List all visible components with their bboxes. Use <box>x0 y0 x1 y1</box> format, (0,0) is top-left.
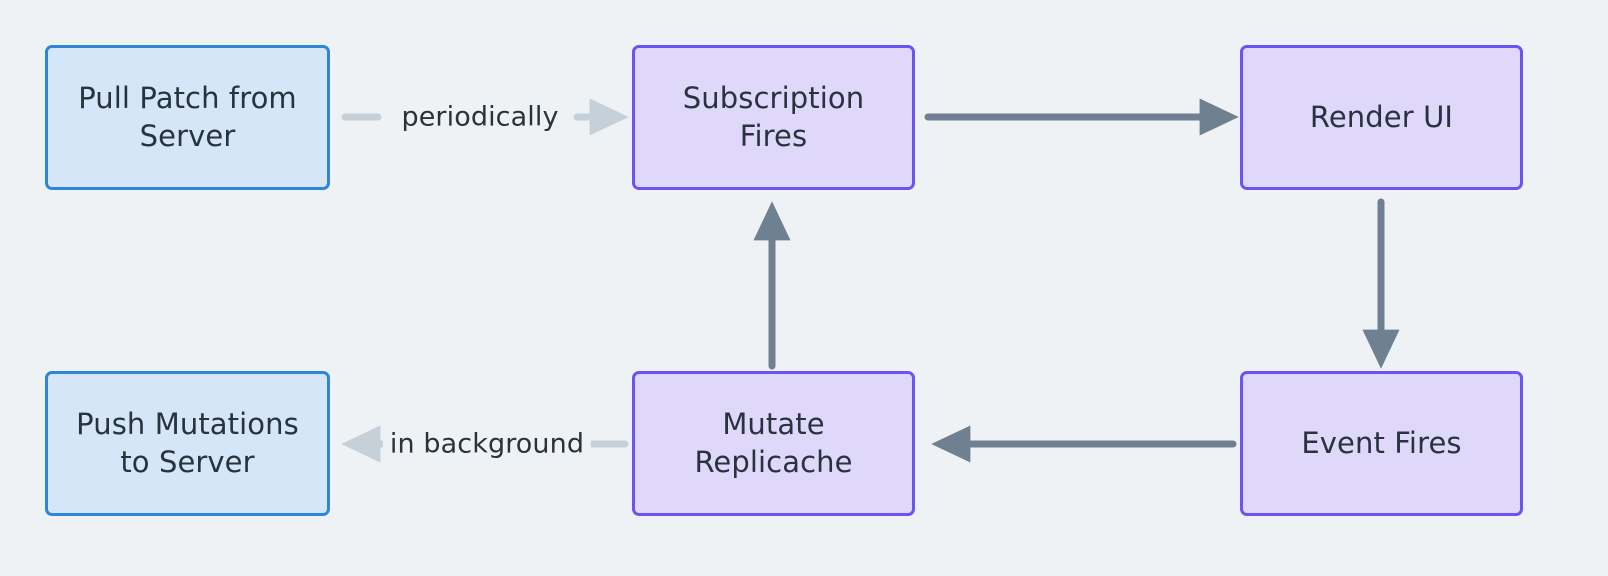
node-mutate-replicache[interactable]: Mutate Replicache <box>632 371 915 516</box>
node-render-ui[interactable]: Render UI <box>1240 45 1523 190</box>
edge-label-in-background: in background <box>382 428 592 460</box>
node-label: Subscription Fires <box>682 81 865 153</box>
node-label: Push Mutations to Server <box>76 407 299 479</box>
edge-label-periodically: periodically <box>394 101 566 133</box>
node-label: Event Fires <box>1301 425 1462 460</box>
node-pull-patch-from-server[interactable]: Pull Patch from Server <box>45 45 330 190</box>
node-label: Pull Patch from Server <box>78 81 297 153</box>
node-label: Mutate Replicache <box>694 407 853 479</box>
node-label: Render UI <box>1309 99 1454 134</box>
node-push-mutations-to-server[interactable]: Push Mutations to Server <box>45 371 330 516</box>
node-event-fires[interactable]: Event Fires <box>1240 371 1523 516</box>
node-subscription-fires[interactable]: Subscription Fires <box>632 45 915 190</box>
